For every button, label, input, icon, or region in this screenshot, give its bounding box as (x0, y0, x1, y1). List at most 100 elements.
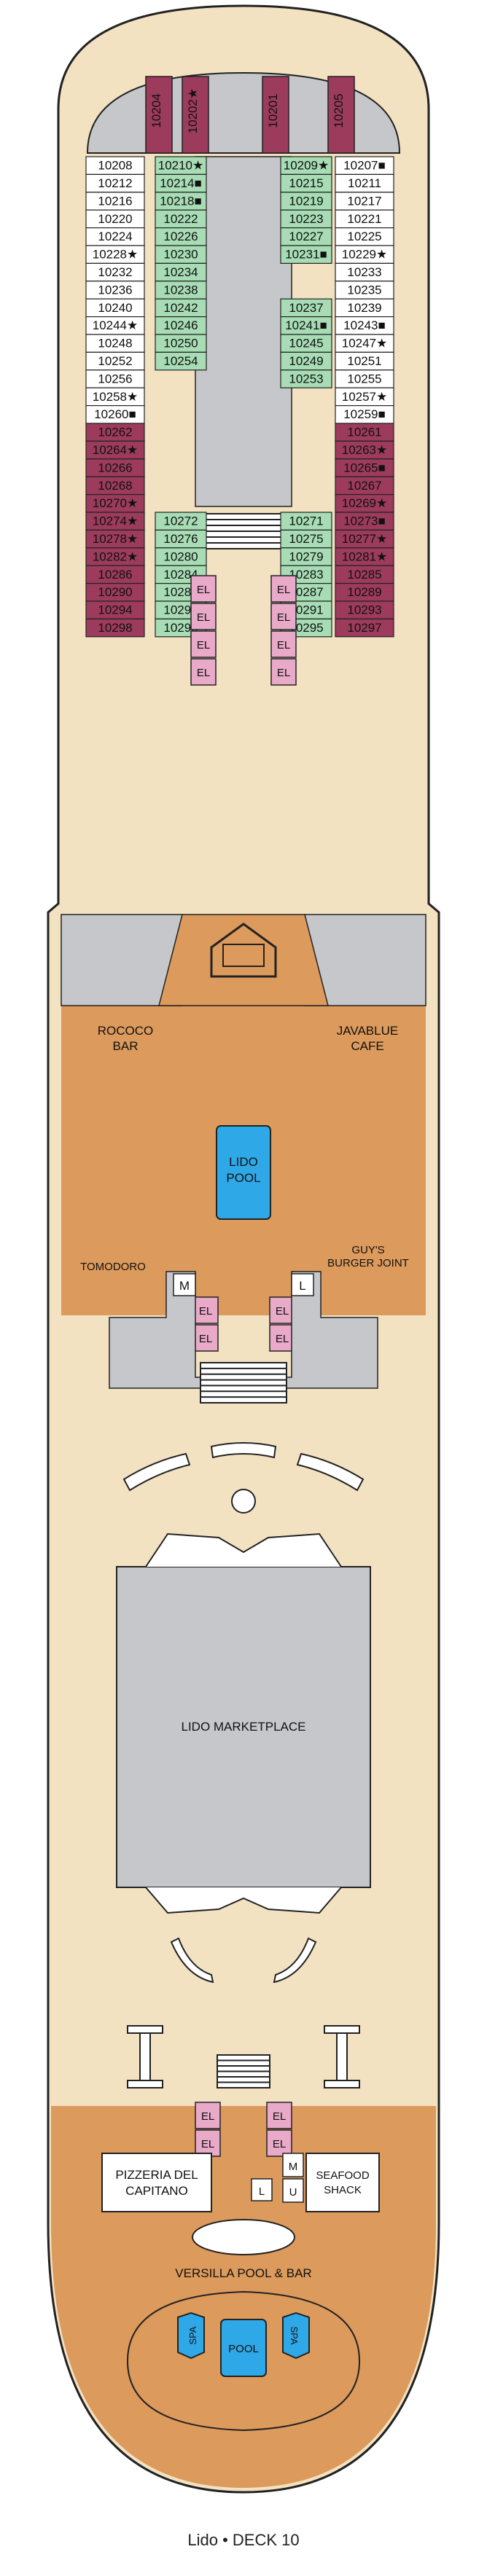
cabin (85, 476, 145, 496)
cabin (280, 529, 332, 549)
elevator-label: EL (273, 2138, 286, 2150)
fixture-curve-right (273, 1937, 317, 1984)
top-suite-cabin (327, 76, 355, 154)
cabin (155, 281, 207, 300)
cabin-number: 10236 (98, 283, 132, 297)
cabin (155, 262, 207, 282)
cabin-number: 10291 (289, 603, 323, 617)
cabin-number: 10255 (347, 372, 381, 385)
cabin-number: 10294 (98, 603, 132, 617)
cabin (85, 245, 145, 264)
cabin-number: 10217 (347, 194, 381, 208)
unisex-restroom-aft-label: U (289, 2186, 297, 2199)
cabin-number: 10271 (289, 514, 323, 528)
cabin-number: 10215 (289, 176, 323, 190)
cabin (335, 600, 394, 619)
pillar-right (324, 2025, 360, 2034)
top-suite-label: 10204 (149, 93, 163, 128)
cabin (85, 227, 145, 246)
cabin-number: 10233 (347, 265, 381, 279)
fixture-column (231, 1489, 256, 1514)
cabin (335, 404, 394, 424)
cabin-number: 10227 (289, 230, 323, 243)
cabin (155, 245, 207, 264)
cabin-number: 10265■ (343, 461, 386, 474)
cabin-number: 10235 (347, 283, 381, 297)
lido-pool-label-2: POOL (226, 1171, 260, 1185)
cabin-number: 10288 (163, 585, 198, 599)
cabin (335, 351, 394, 371)
ladies-restroom-aft-label: L (259, 2185, 265, 2198)
elevator (269, 1324, 295, 1352)
cabin (85, 582, 145, 602)
cabin-number: 10277★ (342, 532, 388, 546)
cabin-number: 10220 (98, 212, 132, 226)
cabin (85, 209, 145, 229)
elevator (192, 1324, 219, 1352)
cabin-number: 10238 (163, 283, 198, 297)
dining-fixtures (122, 1442, 365, 1514)
cabin-number: 10234 (163, 265, 198, 279)
cabin-columns: 102081021210216102201022410228★102321023… (85, 156, 394, 638)
cabin-number: 10212 (98, 176, 132, 190)
cabin-number: 10281★ (342, 549, 388, 563)
cabin (85, 529, 145, 549)
fixture-arc-center (210, 1442, 277, 1459)
cabin-number: 10268 (98, 479, 132, 493)
elevator-label: EL (197, 667, 210, 679)
cabin-number: 10296 (163, 621, 198, 635)
spa-right-label: SPA (289, 2326, 300, 2344)
cabin (335, 493, 394, 513)
elevator (266, 2129, 292, 2157)
fixture-arc-left (122, 1452, 191, 1492)
pizzeria-counter (101, 2153, 212, 2212)
guys-burger-label-2: BURGER JOINT (327, 1257, 409, 1269)
cabin-number: 10289 (347, 585, 381, 599)
cabin (335, 281, 394, 300)
elevator (270, 575, 297, 603)
elevator (270, 603, 297, 630)
seafood-shack-label-2: SHACK (324, 2184, 362, 2196)
cabin-number: 10257★ (342, 390, 388, 404)
seafood-shack-counter (305, 2153, 380, 2212)
fixture-arc-right (296, 1452, 365, 1492)
spa-tub-left (177, 2311, 205, 2360)
cabin-number: 10248 (98, 337, 132, 351)
cabin-number: 10230 (163, 248, 198, 262)
elevator (190, 575, 217, 603)
cabin (280, 245, 332, 264)
cabin-number: 10244★ (93, 318, 139, 332)
cabin-number: 10263★ (342, 443, 388, 457)
cabin-number: 10237 (289, 301, 323, 315)
cabin-number: 10264★ (93, 443, 139, 457)
elevator (190, 630, 217, 658)
elevator-label: EL (199, 1305, 212, 1318)
cabin (155, 351, 207, 371)
cabin-number: 10283 (289, 568, 323, 582)
pillar-right-shaft (336, 2032, 348, 2081)
elevator (270, 658, 297, 686)
pizzeria-label-1: PIZZERIA DEL (115, 2168, 198, 2182)
cabin-number: 10219 (289, 194, 323, 208)
elevator-label: EL (277, 667, 290, 679)
cabin (335, 192, 394, 211)
cabin-number: 10261 (347, 426, 381, 439)
elevator-label: EL (201, 2110, 214, 2123)
top-suite-label: 10201 (266, 93, 280, 128)
cabin-number: 10240 (98, 301, 132, 315)
cabin-number: 10275 (289, 532, 323, 546)
cabin-number: 10258★ (93, 390, 139, 404)
cabin-number: 10276 (163, 532, 198, 546)
unisex-restroom-aft (282, 2178, 304, 2203)
pizzeria-label-2: CAPITANO (125, 2184, 188, 2198)
guys-burger-label-1: GUY'S (351, 1244, 384, 1256)
cabin-number: 10269★ (342, 496, 388, 510)
elevator (190, 658, 217, 686)
cabin-number: 10270★ (93, 496, 139, 510)
lido-pool-label-1: LIDO (229, 1155, 258, 1169)
aft-stairs (200, 1362, 287, 1404)
elevator-label: EL (197, 611, 210, 624)
cabin-number: 10252 (98, 354, 132, 368)
mens-restroom-aft-label: M (289, 2161, 298, 2173)
